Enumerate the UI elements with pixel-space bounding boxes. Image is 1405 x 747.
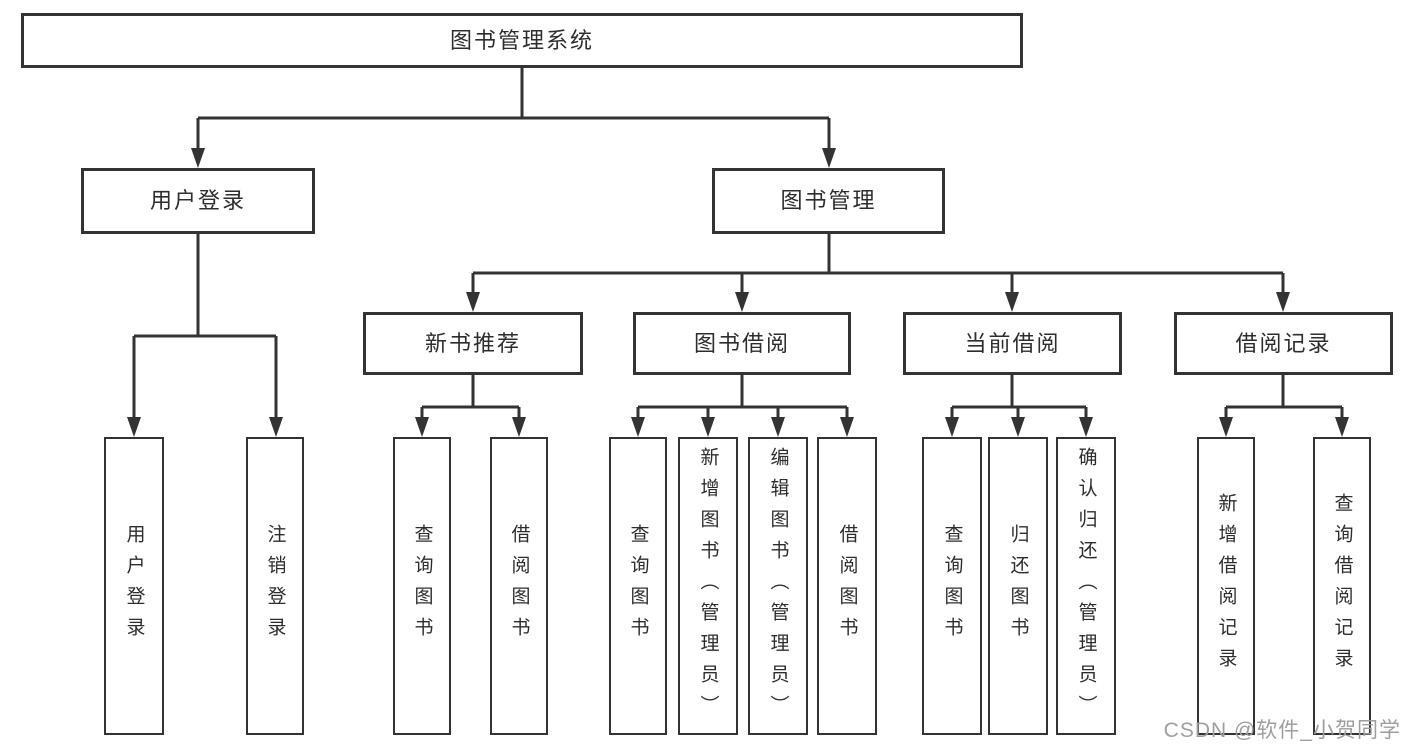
leaf-add-book-admin: 新增图书（管理员） bbox=[678, 437, 738, 735]
leaf-borrow-books-borrow: 借阅图书 bbox=[817, 437, 877, 735]
node-label: 确认归还（管理员） bbox=[1075, 446, 1097, 726]
node-label: 查询图书 bbox=[411, 524, 433, 648]
node-label: 注销登录 bbox=[264, 524, 286, 648]
leaf-confirm-return-admin: 确认归还（管理员） bbox=[1056, 437, 1116, 735]
node-label: 图书管理 bbox=[780, 188, 877, 213]
node-label: 借阅图书 bbox=[836, 524, 858, 648]
leaf-edit-book-admin: 编辑图书（管理员） bbox=[748, 437, 808, 735]
node-label: 图书管理系统 bbox=[449, 27, 594, 53]
leaf-add-borrow-record: 新增借阅记录 bbox=[1197, 437, 1255, 735]
leaf-user-login: 用户登录 bbox=[104, 437, 164, 735]
node-label: 查询图书 bbox=[627, 524, 649, 648]
watermark: CSDN @软件_小贺同学 bbox=[1163, 719, 1401, 742]
node-label: 新增图书（管理员） bbox=[697, 446, 719, 726]
node-label: 编辑图书（管理员） bbox=[767, 446, 789, 726]
node-label: 用户登录 bbox=[149, 188, 246, 213]
leaf-query-books-borrow: 查询图书 bbox=[609, 437, 667, 735]
node-book-management: 图书管理 bbox=[712, 168, 945, 234]
node-user-login: 用户登录 bbox=[81, 168, 315, 234]
node-book-borrowing: 图书借阅 bbox=[633, 312, 851, 375]
leaf-return-books: 归还图书 bbox=[988, 437, 1048, 735]
node-label: 当前借阅 bbox=[964, 330, 1061, 356]
node-label: 归还图书 bbox=[1007, 524, 1029, 648]
node-label: 图书借阅 bbox=[693, 330, 790, 356]
node-label: 用户登录 bbox=[123, 524, 145, 648]
node-new-book-recommendation: 新书推荐 bbox=[363, 312, 583, 375]
leaf-logout: 注销登录 bbox=[246, 437, 304, 735]
node-current-borrowing: 当前借阅 bbox=[903, 312, 1122, 375]
node-label: 新书推荐 bbox=[424, 330, 521, 356]
leaf-query-books-recommend: 查询图书 bbox=[393, 437, 451, 735]
leaf-query-borrow-record: 查询借阅记录 bbox=[1313, 437, 1371, 735]
node-label: 借阅图书 bbox=[508, 524, 530, 648]
leaf-query-books-current: 查询图书 bbox=[922, 437, 982, 735]
node-borrowing-records: 借阅记录 bbox=[1174, 312, 1393, 375]
node-library-management-system: 图书管理系统 bbox=[21, 13, 1023, 68]
node-label: 借阅记录 bbox=[1235, 330, 1332, 356]
node-label: 查询图书 bbox=[941, 524, 963, 648]
node-label: 查询借阅记录 bbox=[1331, 493, 1353, 679]
node-label: 新增借阅记录 bbox=[1215, 493, 1237, 679]
leaf-borrow-books-recommend: 借阅图书 bbox=[490, 437, 548, 735]
